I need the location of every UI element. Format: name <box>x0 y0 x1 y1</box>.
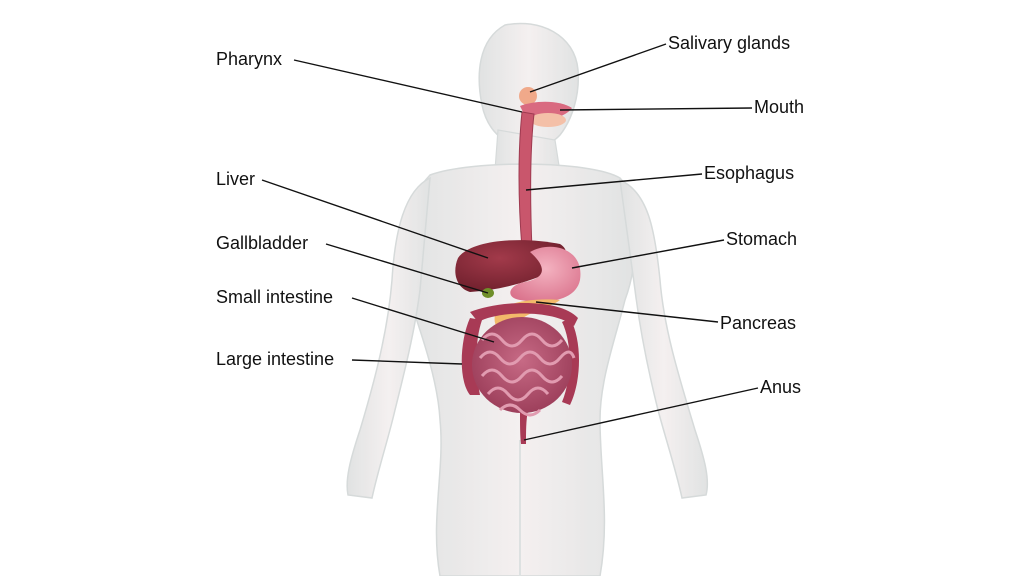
stomach <box>510 246 581 302</box>
leader-lines <box>261 43 759 441</box>
leader-small-intestine <box>351 297 495 343</box>
label-stomach: Stomach <box>726 229 798 249</box>
leader-gallbladder <box>325 243 489 294</box>
label-gallbladder: Gallbladder <box>216 233 309 253</box>
label-esophagus: Esophagus <box>704 163 795 183</box>
label-large-intestine: Large intestine <box>216 349 335 369</box>
leader-liver <box>261 179 489 259</box>
label-mouth: Mouth <box>754 97 805 117</box>
small-intestine <box>472 317 576 417</box>
leader-mouth <box>559 107 753 111</box>
label-anus: Anus <box>760 377 802 397</box>
label-salivary-glands: Salivary glands <box>668 33 791 53</box>
leader-anus <box>523 387 759 441</box>
label-liver: Liver <box>216 169 256 189</box>
leader-large-intestine <box>351 359 463 365</box>
leader-pancreas <box>535 301 719 323</box>
leader-stomach <box>571 239 725 269</box>
large-intestine-transverse <box>470 302 578 326</box>
salivary-gland <box>519 87 537 105</box>
leader-esophagus <box>525 173 703 191</box>
label-pharynx: Pharynx <box>216 49 283 69</box>
leader-salivary-glands <box>529 43 667 93</box>
label-pancreas: Pancreas <box>720 313 797 333</box>
leader-pharynx <box>293 59 523 113</box>
label-small-intestine: Small intestine <box>216 287 334 307</box>
rectum <box>520 410 528 444</box>
